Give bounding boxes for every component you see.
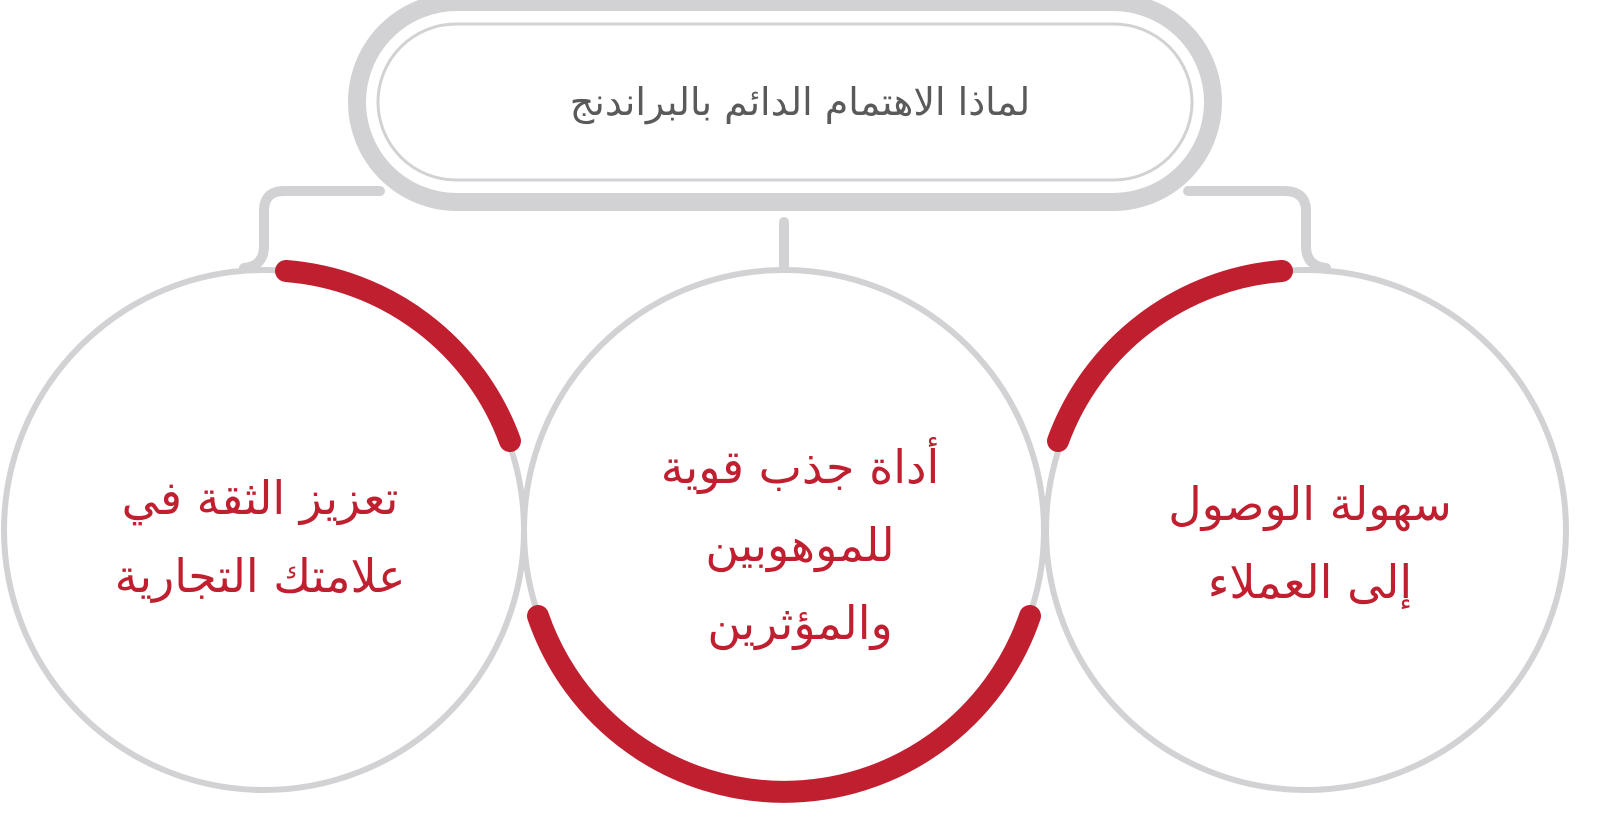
node-right-accent-arc [1047,260,1293,452]
node-left-label: تعزيز الثقة في علامتك التجارية [40,452,480,622]
title-pill-inner [376,22,1194,182]
node-right-label: سهولة الوصول إلى العملاء [1090,458,1530,628]
node-left-line-2: علامتك التجارية [114,549,406,603]
node-center-line-3: والمؤثرين [707,596,893,650]
diagram-title: لماذا الاهتمام الدائم بالبراندنج [569,80,1031,124]
node-center-line-2: للموهوبين [705,518,895,572]
node-center-line-1: أداة جذب قوية [660,440,940,494]
node-left-accent-arc [275,260,521,452]
node-left-line-1: تعزيز الثقة في [121,471,399,525]
node-right-line-1: سهولة الوصول [1168,477,1452,531]
connector-left [239,186,385,273]
connector-right [1183,186,1331,273]
title-pill-outer [348,0,1222,211]
node-center-label: أداة جذب قوية للموهوبين والمؤثرين [560,425,1040,665]
node-right-line-2: إلى العملاء [1207,555,1413,609]
node-center-accent-arc [527,605,1041,803]
node-right-circle [1043,267,1569,793]
